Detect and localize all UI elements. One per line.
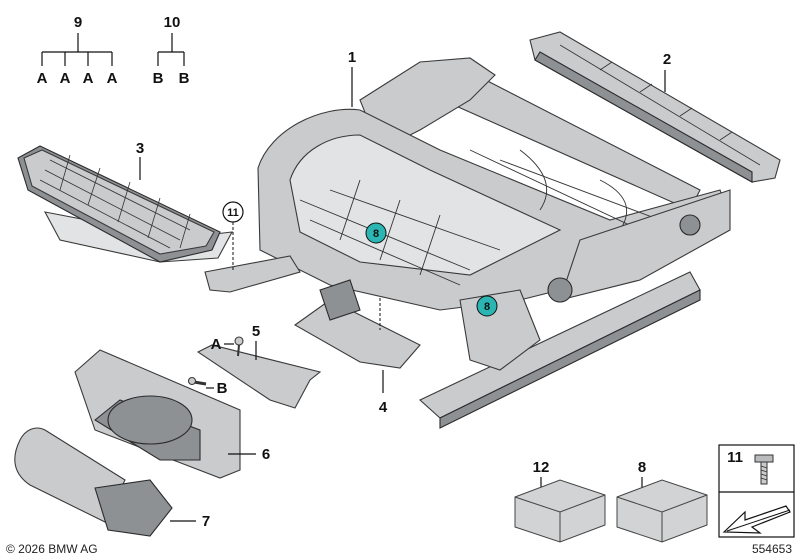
tree-9-leaf: A <box>107 70 118 87</box>
diagram-number: 554653 <box>752 542 792 556</box>
callout-4: 4 <box>379 399 388 416</box>
callout-2: 2 <box>663 51 671 68</box>
badge-8-center: 8 <box>365 222 387 244</box>
part-4-bracket: 4 <box>293 279 421 416</box>
screw-b: B <box>187 376 228 397</box>
tree-9-leaf: A <box>37 70 48 87</box>
tree-9: 9 A A A A <box>37 14 118 87</box>
part-5-bracket: 5 <box>196 323 322 409</box>
callout-9: 9 <box>74 14 82 31</box>
tree-10-leaf: B <box>179 70 190 87</box>
badge-8-label: 8 <box>484 301 490 313</box>
legend-box-11: 11 <box>718 444 795 538</box>
box-8: 8 <box>616 459 708 543</box>
callout-6: 6 <box>262 446 270 463</box>
callout-12: 12 <box>533 459 550 476</box>
callout-1: 1 <box>348 49 356 66</box>
tree-9-leaf: A <box>60 70 71 87</box>
tree-10: 10 B B <box>153 14 190 87</box>
box-12: 12 <box>514 459 606 543</box>
part-7-cylinder: 7 <box>14 427 210 537</box>
copyright-text: © 2026 BMW AG <box>6 542 98 556</box>
callout-5: 5 <box>252 323 260 340</box>
ring-callout-11: 11 <box>222 201 244 272</box>
tree-9-leaf: A <box>83 70 94 87</box>
tree-10-leaf: B <box>153 70 164 87</box>
part-2-rail: 2 <box>529 31 781 183</box>
part-6-housing: 6 <box>74 349 270 479</box>
part-3-tray: 3 <box>17 140 233 263</box>
screw-a: A <box>211 336 244 357</box>
callout-8: 8 <box>638 459 646 476</box>
callout-7: 7 <box>202 513 210 530</box>
part-1-seat-frame: 1 <box>204 49 731 429</box>
arrow-symbol-icon <box>722 505 791 534</box>
callout-10: 10 <box>164 14 181 31</box>
screw-label-a: A <box>211 336 222 353</box>
legend-label-11: 11 <box>727 449 743 466</box>
bolt-icon <box>754 454 774 485</box>
ring-11-label: 11 <box>227 207 239 219</box>
badge-8-label: 8 <box>373 228 379 240</box>
callout-3: 3 <box>136 140 144 157</box>
screw-label-b: B <box>217 380 228 397</box>
badge-8-right: 8 <box>476 295 498 317</box>
